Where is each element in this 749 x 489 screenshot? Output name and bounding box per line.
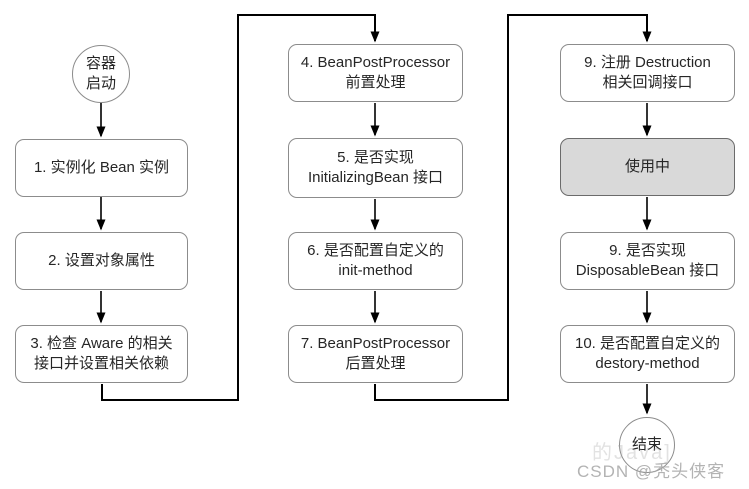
- watermark-fragment: 的Java]: [592, 442, 672, 464]
- node-step3-aware: 3. 检查 Aware 的相关 接口并设置相关依赖: [15, 325, 188, 383]
- node-step10-destroy-method: 10. 是否配置自定义的 destory-method: [560, 325, 735, 383]
- node-step6-init-method: 6. 是否配置自定义的 init-method: [288, 232, 463, 290]
- node-container-start: 容器 启动: [72, 45, 130, 103]
- node-end: 结束: [619, 417, 675, 473]
- node-step4-bpp-before: 4. BeanPostProcessor 前置处理: [288, 44, 463, 102]
- connector-step7-to-step9reg: [374, 14, 652, 401]
- node-step9-register-destruction: 9. 注册 Destruction 相关回调接口: [560, 44, 735, 102]
- connector-step3-to-step4: [101, 14, 380, 401]
- node-step2-set-properties: 2. 设置对象属性: [15, 232, 188, 290]
- node-step7-bpp-after: 7. BeanPostProcessor 后置处理: [288, 325, 463, 383]
- watermark-csdn-credit: CSDN @秃头侠客: [577, 462, 726, 481]
- node-step5-initializingbean: 5. 是否实现 InitializingBean 接口: [288, 138, 463, 198]
- node-step9-disposablebean: 9. 是否实现 DisposableBean 接口: [560, 232, 735, 290]
- node-in-use: 使用中: [560, 138, 735, 196]
- node-step1-instantiate: 1. 实例化 Bean 实例: [15, 139, 188, 197]
